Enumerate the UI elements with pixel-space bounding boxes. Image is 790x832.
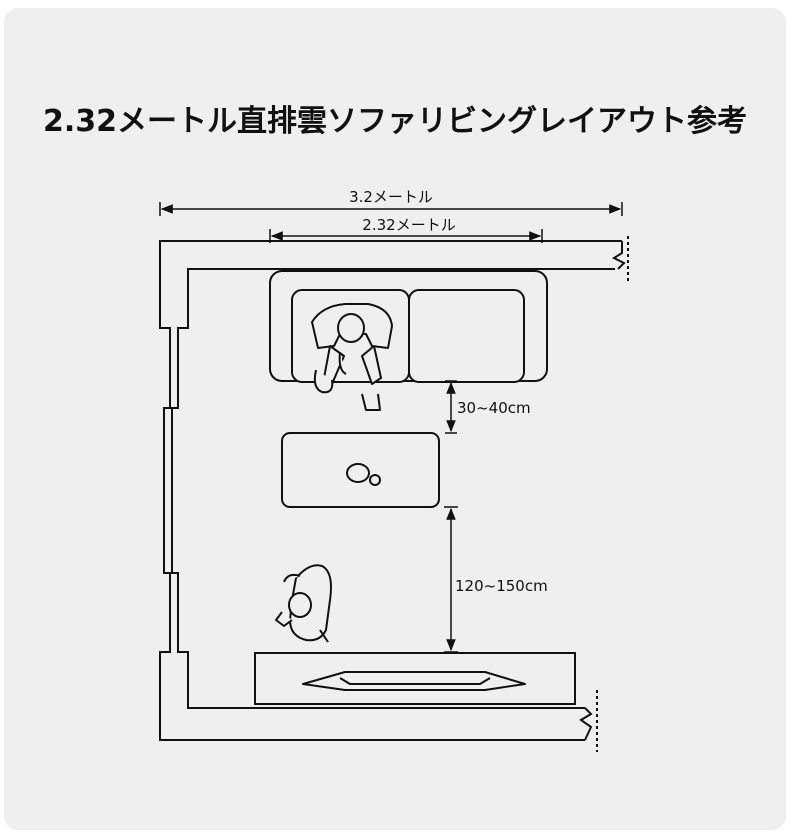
wall-break-top	[611, 241, 626, 270]
room-walls	[159, 236, 629, 752]
bowl-icon	[346, 463, 370, 483]
dim-table-to-tv	[444, 506, 458, 653]
dog-icon	[275, 564, 332, 643]
outer-wall	[159, 240, 622, 741]
cup-icon	[369, 474, 381, 486]
dim-sofa-to-table	[445, 380, 457, 434]
wall-break-bottom	[579, 707, 593, 741]
dim-sofa-width	[269, 229, 543, 243]
tv-icon	[302, 671, 526, 691]
coffee-table	[281, 432, 440, 508]
sofa-seat-right	[408, 289, 525, 383]
dim-sofa-width-label: 2.32メートル	[362, 216, 455, 234]
sofa	[269, 270, 548, 383]
page-title: 2.32メートル直排雲ソファリビングレイアウト参考	[42, 104, 748, 139]
inner-wall	[171, 268, 615, 709]
dim-table-to-tv-label: 120~150cm	[455, 577, 548, 595]
dim-room-width	[159, 202, 623, 216]
dim-room-width-label: 3.2メートル	[349, 188, 433, 206]
person-seated-icon	[311, 303, 393, 411]
dim-sofa-to-table-label: 30~40cm	[457, 399, 531, 417]
